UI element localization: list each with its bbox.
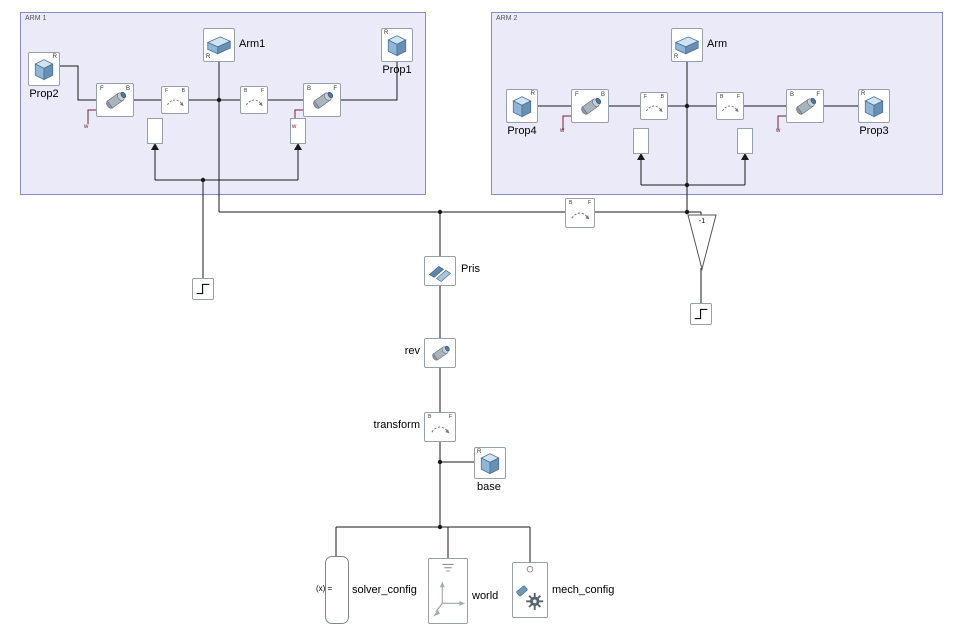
port-b: B (125, 86, 130, 92)
port-w: w (560, 128, 565, 134)
port-b: B (660, 94, 664, 100)
port-b: B (181, 88, 185, 94)
port-b: B (244, 88, 248, 94)
arm1-solid-block[interactable]: R (203, 28, 235, 62)
port-b: B (790, 92, 795, 98)
signal-converter1-block[interactable] (147, 118, 163, 144)
port-b: B (569, 200, 573, 206)
gain-value: -1 (698, 218, 706, 225)
revolute-joint-spine-block[interactable] (424, 338, 456, 368)
world-label: world (472, 590, 499, 602)
arm1-area-title: ARM 1 (25, 15, 47, 22)
port-f: F (575, 92, 579, 98)
arm2-area-title: ARM 2 (496, 15, 518, 22)
transform-spine-block[interactable]: B F (424, 412, 456, 442)
rigid-transform1-block[interactable]: F B (161, 86, 189, 114)
mech-config-icon (516, 565, 544, 610)
prop3-block[interactable]: R (858, 89, 890, 123)
mech-config-label: mech_config (552, 584, 615, 596)
port-f: F (333, 86, 337, 92)
revolute-joint4-block[interactable]: B F (786, 89, 824, 123)
revolute-joint1-block[interactable]: F B (96, 83, 134, 117)
arm1-label: Arm1 (239, 38, 266, 50)
prop3-label: Prop3 (859, 125, 889, 137)
prismatic-joint-icon (429, 266, 451, 282)
prop1-block[interactable]: R (381, 28, 413, 62)
port-f: F (644, 94, 648, 100)
revolute-joint3-block[interactable]: F B (571, 89, 609, 123)
port-b: B (720, 94, 724, 100)
rigid-transform2-block[interactable]: B F (240, 86, 268, 114)
prop2-block[interactable]: R (28, 52, 60, 86)
world-frame-icon (432, 563, 466, 617)
port-r: R (52, 54, 57, 60)
port-w: w (776, 128, 781, 134)
mech-config-block[interactable] (512, 562, 548, 618)
world-frame-block[interactable] (428, 558, 468, 624)
port-f: F (448, 414, 452, 420)
port-r: R (477, 449, 482, 455)
step-signal-icon (196, 283, 210, 295)
port-r: R (674, 54, 679, 60)
port-b: B (428, 414, 432, 420)
port-r: R (384, 30, 389, 36)
rigid-transform5-block[interactable]: B F (565, 198, 595, 228)
arm-label: Arm (707, 38, 728, 50)
rigid-transform3-block[interactable]: F B (640, 92, 668, 120)
port-r: R (206, 54, 211, 60)
revolute-joint2-block[interactable]: B F (303, 83, 341, 117)
port-f: F (260, 88, 264, 94)
rigid-transform4-block[interactable]: B F (716, 92, 744, 120)
revolute-joint-icon (431, 344, 452, 362)
signal-converter3-block[interactable] (633, 128, 649, 154)
port-w: w (84, 124, 89, 130)
prismatic-joint-block[interactable] (424, 256, 456, 286)
base-label: base (477, 481, 501, 493)
step-source2-block[interactable] (690, 303, 712, 325)
step-signal-icon (694, 308, 708, 320)
prop4-label: Prop4 (507, 125, 537, 137)
port-b: B (600, 92, 605, 98)
port-r: R (530, 91, 535, 97)
port-f: F (816, 92, 820, 98)
prop1-label: Prop1 (382, 64, 412, 76)
solver-config-label: solver_config (352, 584, 417, 596)
arm-solid-block[interactable]: R (671, 28, 703, 62)
solver-equation-text: (x) = (316, 584, 333, 593)
port-f: F (165, 88, 169, 94)
solver-config-block[interactable] (325, 556, 349, 624)
gain-block[interactable]: -1 (686, 213, 718, 271)
prop4-block[interactable]: R (506, 89, 538, 123)
port-f: F (587, 200, 591, 206)
port-b: B (307, 86, 312, 92)
pris-label: Pris (461, 263, 480, 275)
port-w: w (292, 124, 297, 130)
port-r: R (861, 91, 866, 97)
base-block[interactable]: R (474, 447, 506, 479)
port-f: F (100, 86, 104, 92)
signal-converter4-block[interactable] (737, 128, 753, 154)
prop2-label: Prop2 (29, 88, 59, 100)
signal-converter2-block[interactable] (290, 118, 306, 144)
port-f: F (736, 94, 740, 100)
rev-label: rev (404, 345, 420, 357)
transform-label: transform (373, 419, 420, 431)
step-source1-block[interactable] (192, 278, 214, 300)
